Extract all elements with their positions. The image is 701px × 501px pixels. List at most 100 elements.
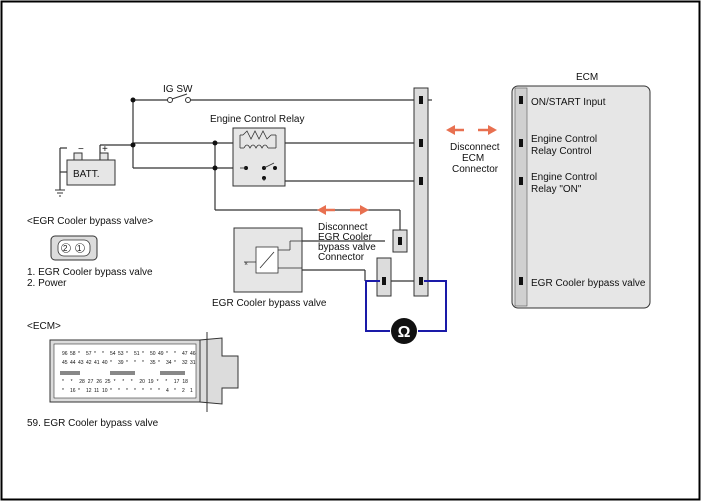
ecm-pin-label: 39	[118, 360, 124, 366]
ecm-pin-label: 10	[102, 388, 108, 394]
disconnect-ecm-line1: Disconnect	[450, 142, 500, 153]
ecm-pin-label: 20	[139, 379, 145, 385]
ecm-pin-label: *	[158, 360, 160, 366]
ecm-pin-label: *	[62, 388, 64, 394]
ecm-pin-label: 32	[182, 360, 188, 366]
junction-dots	[130, 97, 218, 171]
ecm-pin-label: 40	[102, 360, 108, 366]
egr-connector-face: 2 1	[50, 235, 98, 261]
ecm-pin-label: 51	[134, 351, 140, 357]
ecm-pin-label: 45	[62, 360, 68, 366]
ecm-pin-label: *	[166, 351, 168, 357]
ecm-pin-label: 25	[105, 379, 111, 385]
ecm-pin-label: 96	[62, 351, 68, 357]
ecm-pin-label: *	[165, 379, 167, 385]
ecm-pin-label: 49	[158, 351, 164, 357]
ecm-pin-label: *	[78, 351, 80, 357]
egr-valve-caption: EGR Cooler bypass valve	[212, 298, 327, 309]
disconnect-egr-line2: EGR Cooler	[318, 232, 373, 243]
ecm-pin-label: 44	[70, 360, 76, 366]
ig-switch: IG SW	[163, 84, 193, 103]
ecm-pin-label: 54	[110, 351, 116, 357]
disconnect-egr-arrows	[317, 205, 369, 215]
ecm-pin-label: *	[142, 360, 144, 366]
disconnect-ecm-line2: ECM	[462, 153, 484, 164]
ecm-pin-label: *	[142, 351, 144, 357]
ecm-pin-label: *	[131, 379, 133, 385]
ecm-pin-caption: 59. EGR Cooler bypass valve	[27, 418, 159, 429]
ecm-pin-label: 28	[79, 379, 85, 385]
ecm-pin-label: *	[174, 388, 176, 394]
ecm-pin-label: 41	[94, 360, 100, 366]
ecm-pin-label: 34	[166, 360, 172, 366]
ecm-pin-label: 43	[78, 360, 84, 366]
ecm-pin-label: 19	[148, 379, 154, 385]
ecm-pin-label: *	[62, 379, 64, 385]
ecm-pin-label: *	[134, 360, 136, 366]
ecm-pin-label: 53	[118, 351, 124, 357]
ecm-egr: EGR Cooler bypass valve	[531, 278, 646, 289]
disconnect-egr-line1: Disconnect	[318, 222, 368, 233]
svg-text:⨯: ⨯	[244, 261, 248, 267]
ig-sw-label: IG SW	[163, 84, 193, 95]
ecm-pin-label: *	[158, 388, 160, 394]
ecm-pin-label: 47	[182, 351, 188, 357]
ecm-pin-label: *	[150, 388, 152, 394]
ecm-pin-label: *	[78, 388, 80, 394]
ecm-pin-label: *	[110, 360, 112, 366]
ecm-pin-label: *	[110, 388, 112, 394]
ecm-pin-label: *	[126, 351, 128, 357]
egr-valve-component: ⨯	[233, 227, 303, 293]
ecm-on-start: ON/START Input	[531, 97, 606, 108]
ecm-pin-label: 18	[182, 379, 188, 385]
egr-pin-2-caption: 2. Power	[27, 278, 67, 289]
ecm-pin-label: *	[157, 379, 159, 385]
engine-control-relay: Engine Control Relay	[210, 114, 305, 187]
ground-symbol	[55, 189, 65, 197]
ohmmeter-leads	[365, 280, 447, 332]
ecm-pin-label: *	[174, 360, 176, 366]
battery-label: BATT.	[73, 169, 99, 180]
ecm-pin-label: *	[71, 379, 73, 385]
egr-section-title: <EGR Cooler bypass valve>	[27, 216, 153, 227]
ecm-pin-label: 46	[190, 351, 196, 357]
ecm-relay-on-2: Relay "ON"	[531, 184, 582, 195]
relay-label: Engine Control Relay	[210, 114, 305, 125]
egr-conn-pin-1: 1	[77, 244, 82, 253]
ohmmeter: Ω	[391, 318, 417, 344]
battery: − + BATT.	[66, 144, 116, 186]
ecm-relay-control-1: Engine Control	[531, 134, 597, 145]
egr-valve-connector	[376, 229, 408, 297]
ecm-pin-label: *	[126, 388, 128, 394]
ecm-pin-label: 26	[96, 379, 102, 385]
ecm-pin-label: 16	[70, 388, 76, 394]
ecm-pin-label: *	[118, 388, 120, 394]
ecm-module	[511, 85, 651, 309]
ecm-pin-label: *	[134, 388, 136, 394]
ecm-pin-label: 2	[182, 388, 185, 394]
ecm-relay-on-1: Engine Control	[531, 172, 597, 183]
ecm-pin-label: 31	[190, 360, 196, 366]
ecm-pin-label: *	[102, 351, 104, 357]
ecm-pin-label: 12	[86, 388, 92, 394]
egr-pin-1-caption: 1. EGR Cooler bypass valve	[27, 267, 153, 278]
ecm-pin-label: 27	[88, 379, 94, 385]
ecm-pin-label: 4	[166, 388, 169, 394]
ecm-pin-label: 17	[174, 379, 180, 385]
ecm-pin-label: *	[126, 360, 128, 366]
svg-text:+: +	[102, 144, 108, 155]
ecm-relay-control-2: Relay Control	[531, 146, 592, 157]
egr-conn-pin-2: 2	[63, 244, 68, 253]
disconnect-ecm-arrows	[446, 125, 497, 135]
ohm-symbol: Ω	[398, 324, 411, 341]
ecm-pin-label: *	[174, 351, 176, 357]
ecm-side-connector	[413, 87, 429, 297]
ecm-pin-label: *	[114, 379, 116, 385]
ecm-pin-label: 11	[94, 388, 99, 394]
ecm-pin-label: 58	[70, 351, 76, 357]
disconnect-ecm-line3: Connector	[452, 164, 499, 175]
disconnect-egr-line4: Connector	[318, 252, 365, 263]
